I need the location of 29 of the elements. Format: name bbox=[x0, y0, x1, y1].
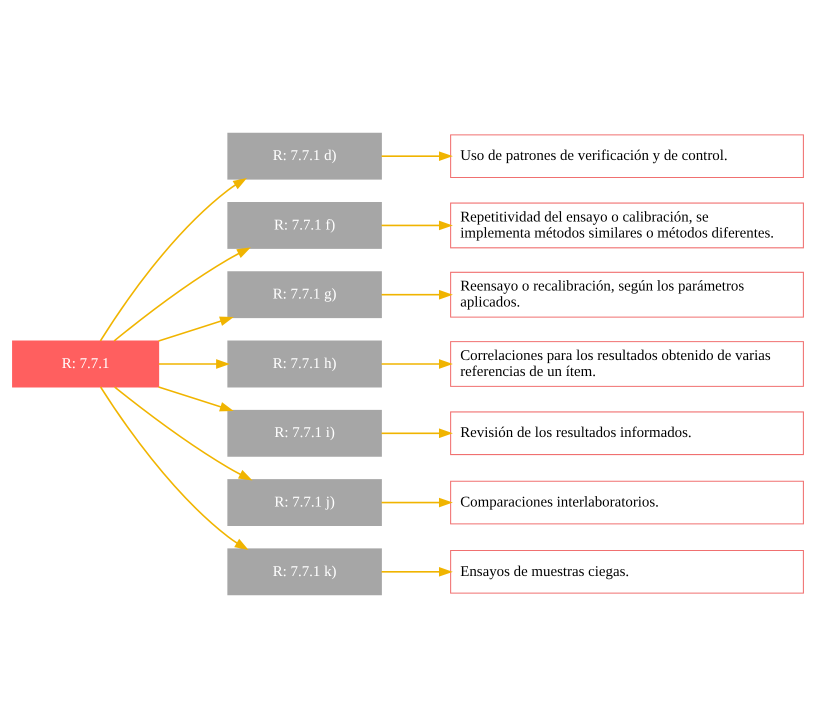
arrow bbox=[100, 386, 249, 550]
node-box: Repetitividad del ensayo o calibración, se implementa métodos similares o métodos diferentes. bbox=[450, 202, 804, 248]
node-box: Comparaciones interlaboratorios. bbox=[450, 480, 804, 524]
arrow bbox=[382, 358, 453, 368]
arrow bbox=[382, 289, 453, 300]
node-box: Correlaciones para los resultados obtenido de varias referencias de un ítem. bbox=[450, 340, 804, 386]
node-box: R: 7.7.1 f) bbox=[227, 202, 382, 248]
node-box: R: 7.7.1 j) bbox=[227, 478, 382, 526]
arrow bbox=[158, 316, 234, 342]
arrow bbox=[382, 150, 453, 161]
arrow bbox=[114, 386, 253, 480]
node-box: Uso de patrones de verificación y de control. bbox=[450, 134, 804, 178]
arrow bbox=[100, 177, 248, 341]
node-box: R: 7.7.1 h) bbox=[227, 340, 382, 387]
arrow bbox=[382, 566, 453, 576]
arrow bbox=[382, 497, 453, 507]
node-box: Revisión de los resultados informados. bbox=[450, 410, 804, 455]
node-box: R: 7.7.1 g) bbox=[227, 270, 382, 318]
arrow bbox=[158, 386, 234, 411]
arrow bbox=[382, 428, 453, 438]
node-box: Reensayo o recalibración, según los parámetros aplicados. bbox=[450, 271, 804, 318]
node-box: R: 7.7.1 d) bbox=[227, 132, 382, 180]
arrow bbox=[158, 358, 230, 368]
node-box: Ensayos de muestras ciegas. bbox=[450, 549, 804, 594]
arrow bbox=[382, 220, 453, 230]
node-box: R: 7.7.1 k) bbox=[227, 548, 382, 595]
arrow bbox=[114, 246, 251, 342]
node-box: R: 7.7.1 i) bbox=[227, 409, 382, 456]
node-box: R: 7.7.1 bbox=[12, 340, 160, 387]
